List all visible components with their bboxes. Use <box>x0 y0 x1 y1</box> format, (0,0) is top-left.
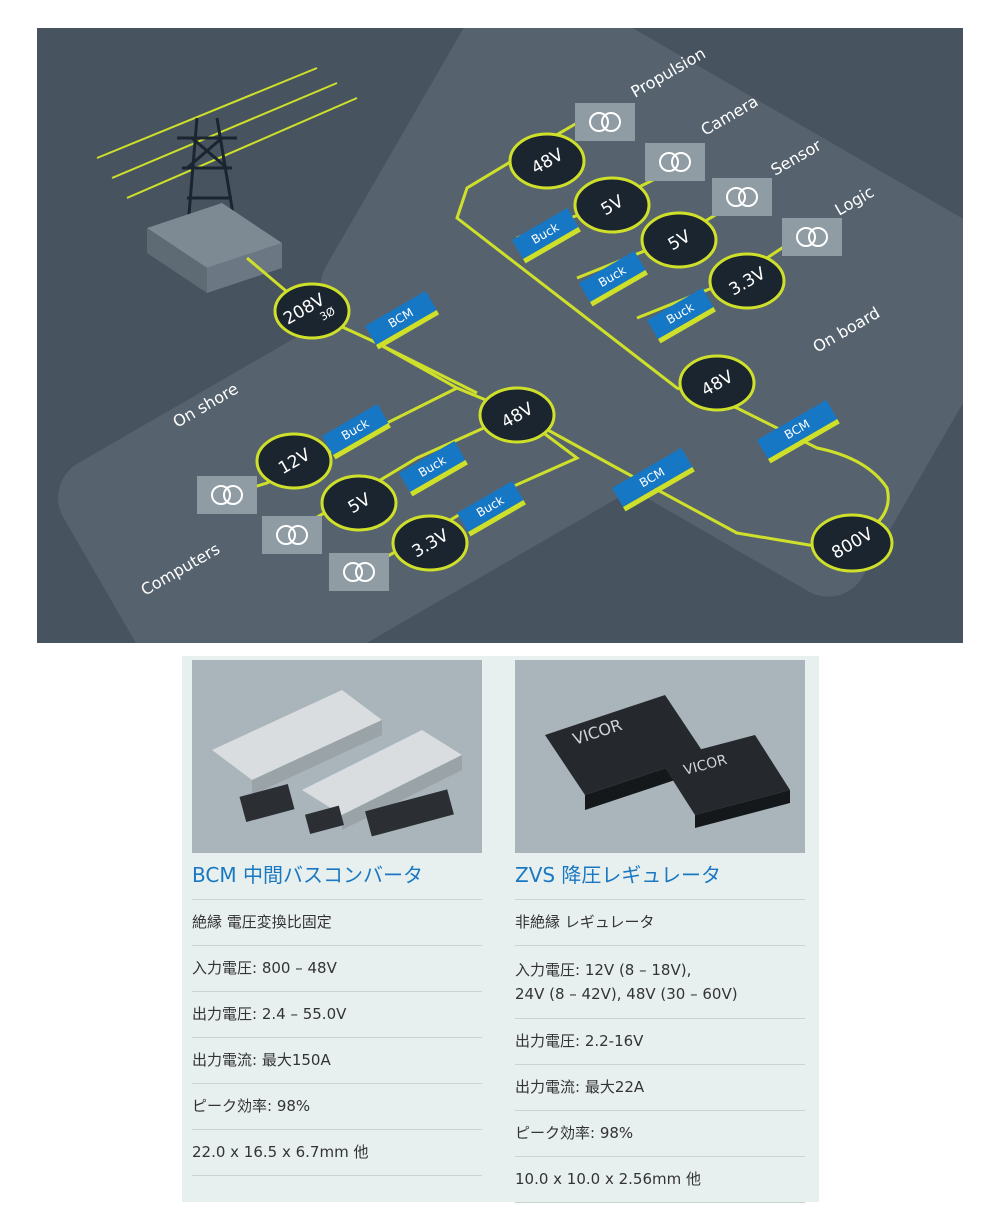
substation-box <box>147 203 282 293</box>
badge-5v-sensor: 5V <box>640 211 718 269</box>
bcm-spec-output-voltage: 出力電圧: 2.4 – 55.0V <box>192 992 482 1038</box>
transmission-lines <box>96 67 358 199</box>
buck-module-logic: Buck <box>647 288 716 344</box>
badge-33v-shore: 3.3V <box>391 514 469 572</box>
power-distribution-diagram: BCM BCM BCM Buck Buck Buck Buck Buck Buc… <box>37 28 963 643</box>
product-cards: BCM 中間バスコンバータ 絶縁 電圧変換比固定 入力電圧: 800 – 48V… <box>182 656 819 1203</box>
bcm-spec-input-voltage: 入力電圧: 800 – 48V <box>192 946 482 992</box>
zvs-spec-output-voltage: 出力電圧: 2.2-16V <box>515 1019 805 1065</box>
badge-12v: 12V <box>255 432 333 490</box>
bcm-card: BCM 中間バスコンバータ 絶縁 電圧変換比固定 入力電圧: 800 – 48V… <box>192 660 482 1176</box>
zvs-spec-input-line1: 入力電圧: 12V (8 – 18V), <box>515 961 692 979</box>
bcm-title: BCM 中間バスコンバータ <box>192 861 482 900</box>
diagram-canvas: BCM BCM BCM Buck Buck Buck Buck Buck Buc… <box>58 28 963 643</box>
on-board-panel <box>320 28 963 597</box>
on-shore-panel <box>58 187 716 643</box>
bcm-module-mid: BCM <box>612 448 695 512</box>
zvs-spec-input-line2: 24V (8 – 42V), 48V (30 – 60V) <box>515 985 738 1003</box>
zvs-spec-type: 非絶縁 レギュレータ <box>515 900 805 946</box>
badge-48v-board: 48V <box>678 354 756 412</box>
bcm-module-top: BCM <box>365 291 440 350</box>
zvs-spec-output-current: 出力電流: 最大22A <box>515 1065 805 1111</box>
badge-48v-top: 48V <box>508 132 586 190</box>
buck-module-3: Buck <box>457 481 526 537</box>
buck-module-sensor: Buck <box>579 251 648 307</box>
bcm-product-photo <box>192 660 482 853</box>
bcm-module-board: BCM <box>757 400 840 464</box>
bcm-spec-isolation: 絶縁 電圧変換比固定 <box>192 900 482 946</box>
badge-33v-logic: 3.3V <box>708 252 786 310</box>
modules: BCM BCM BCM Buck Buck Buck Buck Buck Buc… <box>322 208 840 537</box>
badge-5v-cam: 5V <box>573 176 651 234</box>
badge-5v-shore: 5V <box>320 474 398 532</box>
zvs-spec-input-voltage: 入力電圧: 12V (8 – 18V), 24V (8 – 42V), 48V … <box>515 946 805 1019</box>
badge-800v: 800V <box>810 513 894 573</box>
zvs-spec-efficiency: ピーク効率: 98% <box>515 1111 805 1157</box>
zvs-card: VICOR VICOR ZVS 降圧レギュレータ 非絶縁 レギュレータ 入力電圧… <box>515 660 805 1203</box>
badge-48v-shore: 48V <box>478 386 556 444</box>
bcm-spec-efficiency: ピーク効率: 98% <box>192 1084 482 1130</box>
buck-module-2: Buck <box>399 441 468 497</box>
buck-module-1: Buck <box>322 404 391 460</box>
buck-module-cam: Buck <box>511 208 581 264</box>
bcm-spec-size: 22.0 x 16.5 x 6.7mm 他 <box>192 1130 482 1176</box>
bcm-spec-output-current: 出力電流: 最大150A <box>192 1038 482 1084</box>
zvs-title: ZVS 降圧レギュレータ <box>515 861 805 900</box>
load-boxes <box>197 103 842 591</box>
zvs-product-photo: VICOR VICOR <box>515 660 805 853</box>
zvs-spec-size: 10.0 x 10.0 x 2.56mm 他 <box>515 1157 805 1203</box>
